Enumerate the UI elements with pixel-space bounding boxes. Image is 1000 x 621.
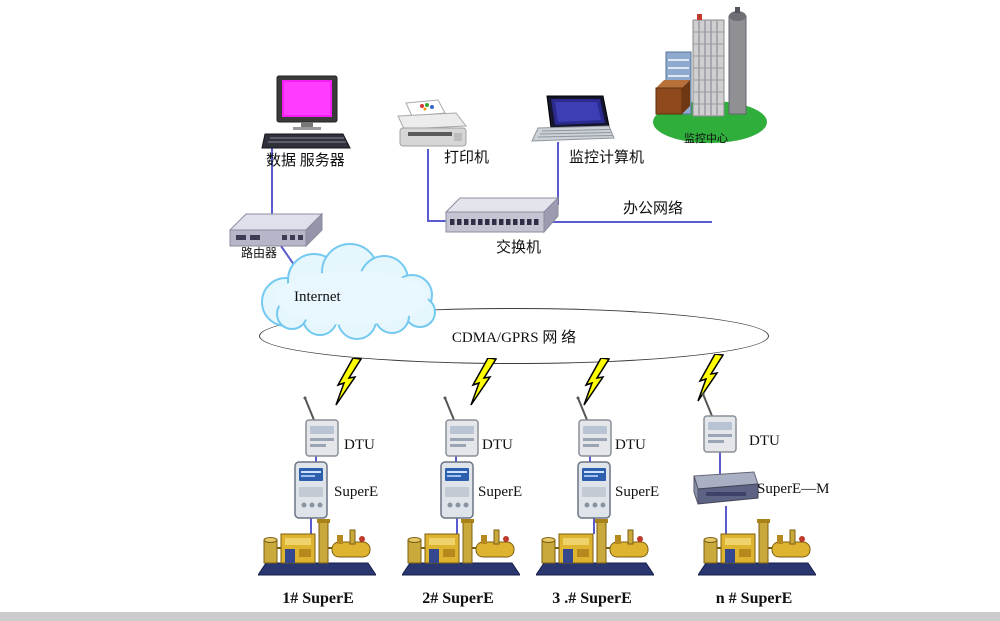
compressor-unit-icon: [402, 518, 520, 578]
router-icon: [228, 212, 324, 248]
laptop-icon: [531, 95, 615, 142]
supere-meter-icon: [438, 461, 476, 519]
monitoring-computer-label: 监控计算机: [569, 150, 645, 166]
supere-meter-icon: [575, 461, 613, 519]
monitoring-center-label: 监控中心: [684, 133, 728, 145]
compressor-unit-icon: [698, 518, 816, 578]
cdma-gprs-label: CDMA/GPRS 网 络: [451, 330, 577, 346]
supere-label-1: SuperE: [334, 484, 379, 500]
supere-label-2: SuperE: [478, 484, 523, 500]
bottom-border-strip: [0, 612, 1000, 621]
dtu-modem-icon: [440, 396, 484, 458]
compressor-unit-icon: [258, 518, 376, 578]
supere-m-label: SuperE—M: [757, 481, 830, 497]
unit-label-1: 1# SuperE: [282, 590, 354, 607]
data-server-label: 数据 服务器: [266, 153, 345, 169]
router-label: 路由器: [241, 246, 278, 260]
dtu-label-4: DTU: [749, 433, 780, 449]
unit-label-3: 3 .# SuperE: [552, 590, 632, 607]
dtu-label-3: DTU: [615, 437, 646, 453]
unit-label-2: 2# SuperE: [422, 590, 494, 607]
dtu-modem-icon: [573, 396, 617, 458]
supere-label-3: SuperE: [615, 484, 660, 500]
printer-icon: [397, 99, 467, 147]
printer-label: 打印机: [444, 150, 490, 166]
internet-cloud-icon: [261, 243, 436, 340]
compressor-unit-icon: [536, 518, 654, 578]
dtu-modem-icon: [300, 396, 344, 458]
desktop-computer-icon: [261, 75, 351, 149]
unit-label-4: n # SuperE: [715, 590, 793, 607]
dtu-label-1: DTU: [344, 437, 375, 453]
supere-m-device-icon: [688, 466, 760, 508]
supere-meter-icon: [292, 461, 330, 519]
monitoring-center-buildings-icon: [653, 7, 767, 143]
switch-icon: [444, 196, 560, 234]
dtu-modem-icon: [698, 392, 742, 454]
internet-label: Internet: [294, 289, 341, 305]
switch-label: 交换机: [496, 240, 542, 256]
dtu-label-2: DTU: [482, 437, 513, 453]
office-network-label: 办公网络: [623, 201, 684, 217]
